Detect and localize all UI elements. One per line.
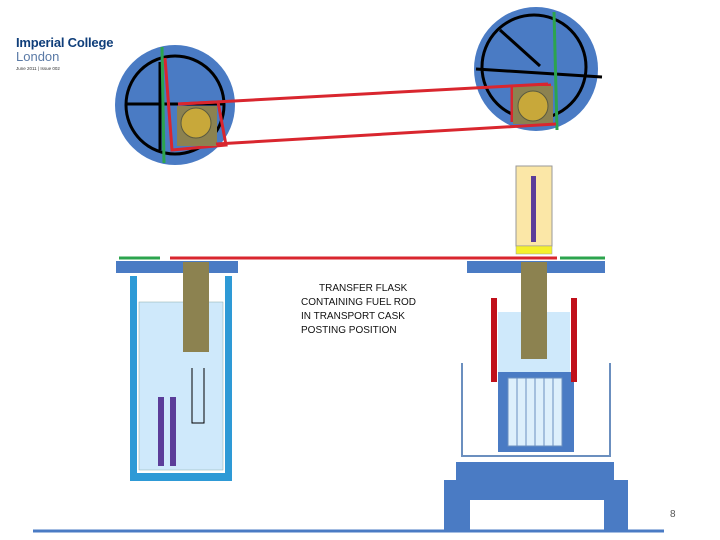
diagram-caption: TRANSFER FLASK CONTAINING FUEL ROD IN TR… [301,282,451,338]
issue-date: June 2011 | Issue 002 [16,66,60,71]
transfer-linkage [177,82,557,146]
transport-cask-station [444,165,628,530]
logo-line-2: London [16,49,60,64]
caption-line: CONTAINING FUEL ROD [301,297,417,308]
caption-line: IN TRANSPORT CASK [301,311,405,322]
right-rotating-plug [474,7,603,131]
imperial-logo: Imperial College London June 2011 | Issu… [16,35,114,72]
left-rotating-plug [115,45,235,165]
caption-line: TRANSFER FLASK [319,283,408,294]
caption-line: POSTING POSITION [301,325,397,336]
page-number: 8 [670,509,676,520]
reactor-pool [116,261,238,481]
logo-line-1: Imperial College [16,35,114,50]
